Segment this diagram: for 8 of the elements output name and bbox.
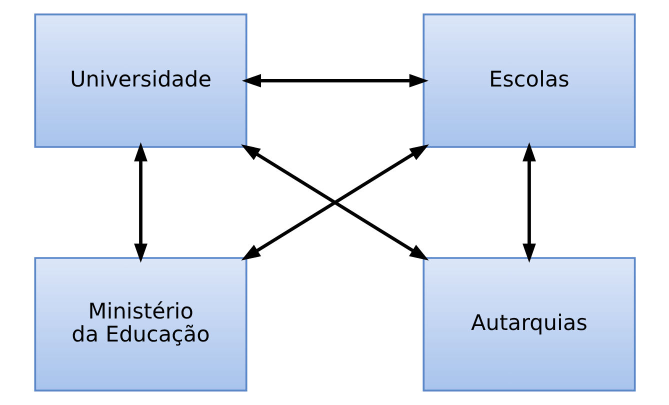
- node-box: Universidade: [34, 14, 247, 148]
- arrow: [241, 74, 428, 88]
- node-box: Autarquias: [422, 257, 636, 392]
- arrow: [522, 142, 536, 263]
- node-box: Ministério da Educação: [34, 257, 247, 392]
- arrow: [240, 144, 428, 261]
- arrow: [134, 142, 147, 263]
- node-box: Escolas: [422, 14, 636, 148]
